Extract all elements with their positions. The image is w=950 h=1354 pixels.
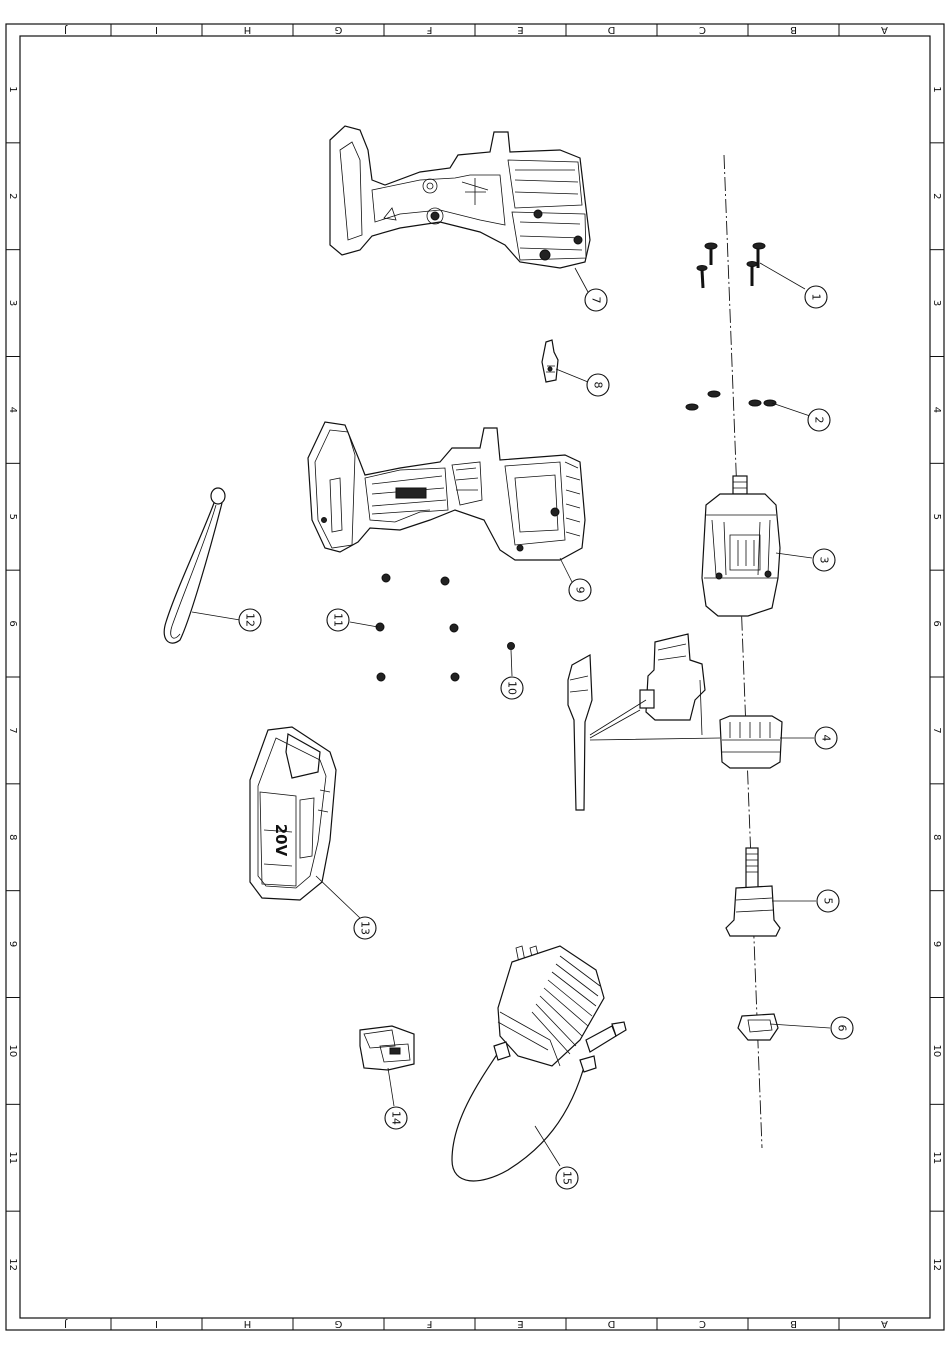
callout-number: 13 [359,921,372,935]
housing-half-inner [330,126,590,268]
callout-number: 11 [332,613,345,627]
row-label: 4 [7,407,18,413]
callout-12: 12 [239,609,261,631]
callout-number: 12 [244,613,257,627]
assembly-axis [724,155,762,1148]
callout-10: 10 [501,677,523,699]
callout-9: 9 [569,579,591,601]
callout-4: 4 [815,727,837,749]
column-label: G [335,24,343,35]
row-label: 12 [7,1258,18,1271]
column-label: H [244,24,252,35]
row-label: 2 [7,193,18,199]
callout-14: 14 [385,1107,407,1129]
row-label: 5 [7,514,18,520]
callout-number: 10 [506,681,519,695]
housing-half-outer [308,422,585,560]
column-label: F [426,24,432,35]
column-label: C [699,24,706,35]
row-label: 11 [931,1151,942,1164]
callout-13: 13 [354,917,376,939]
row-label: 7 [931,727,942,733]
callout-number: 1 [810,294,823,301]
battery-pack: 20V [250,727,336,900]
callout-number: 9 [574,587,587,594]
motor-stator-assembly [568,634,782,810]
column-label: F [426,1318,432,1329]
row-label: 3 [931,300,942,306]
callout-6: 6 [831,1017,853,1039]
charger-adapter [452,946,626,1181]
callout-2: 2 [808,409,830,431]
callout-number: 14 [390,1111,403,1125]
callout-number: 7 [590,297,603,304]
forward-reverse-switch [542,340,558,382]
row-label: 9 [931,941,942,947]
column-label: G [335,1318,343,1329]
small-screw [508,643,515,650]
column-label: J [64,24,68,35]
column-label: E [517,24,523,35]
row-label: 1 [931,86,942,92]
row-label: 7 [7,727,18,733]
callout-number: 5 [822,898,835,905]
column-label: C [699,1318,706,1329]
row-label: 6 [931,620,942,626]
callout-3: 3 [813,549,835,571]
row-label: 8 [7,834,18,840]
row-label: 3 [7,300,18,306]
column-label: A [881,1318,888,1329]
callout-1: 1 [805,286,827,308]
motor-rotor [726,848,780,936]
row-label: 6 [7,620,18,626]
gear-housing [702,476,780,616]
column-label: H [244,1318,252,1329]
row-label: 10 [931,1045,942,1058]
row-label: 9 [7,941,18,947]
callout-number: 6 [836,1025,849,1032]
bearing-bracket [738,1014,778,1040]
row-label: 10 [7,1045,18,1058]
callout-8: 8 [587,374,609,396]
column-label: B [790,1318,797,1329]
column-label: J [64,1318,68,1329]
column-label: D [607,24,615,35]
row-label: 2 [931,193,942,199]
callout-5: 5 [817,890,839,912]
row-label: 4 [931,407,942,413]
battery-voltage-label: 20V [272,824,290,857]
callout-number: 4 [820,735,833,742]
column-label: D [607,1318,615,1329]
belt-clip [360,1026,414,1070]
callout-number: 15 [561,1171,574,1185]
callout-number: 8 [592,382,605,389]
column-label: E [517,1318,523,1329]
callout-7: 7 [585,289,607,311]
column-label: I [155,24,158,35]
callout-number: 3 [818,557,831,564]
row-label: 1 [7,86,18,92]
column-label: B [790,24,797,35]
row-label: 8 [931,834,942,840]
callout-15: 15 [556,1167,578,1189]
column-label: I [155,1318,158,1329]
nuts [686,391,776,410]
row-label: 5 [931,514,942,520]
column-label: A [881,24,888,35]
screws [697,243,765,288]
wrist-strap [164,488,225,643]
callout-number: 2 [813,417,826,424]
row-label: 11 [7,1151,18,1164]
housing-screws [376,574,459,681]
callout-11: 11 [327,609,349,631]
row-label: 12 [931,1258,942,1271]
